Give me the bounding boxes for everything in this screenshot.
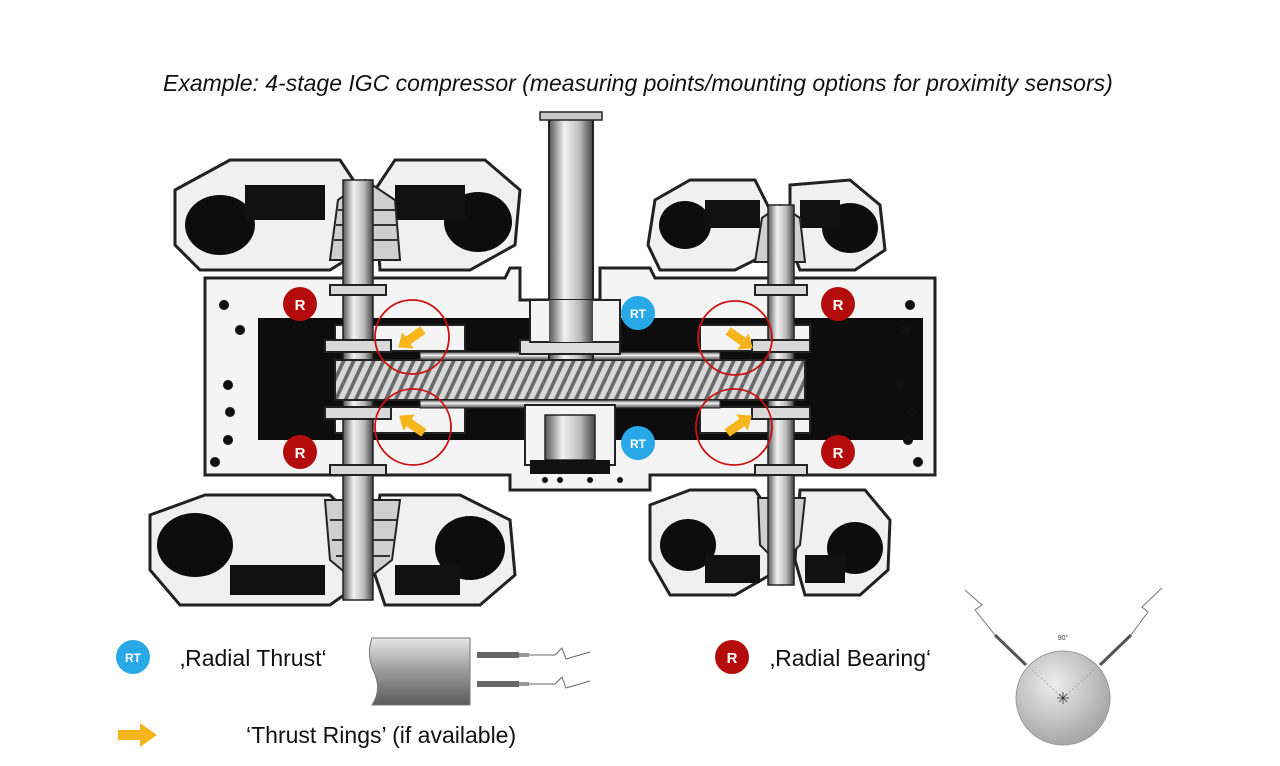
thrust-arrow-lower-left xyxy=(399,414,427,437)
legend-rt-icon: RT xyxy=(116,640,150,674)
svg-text:RT: RT xyxy=(630,307,647,321)
diagram-title: Example: 4-stage IGC compressor (measuri… xyxy=(163,70,1113,96)
svg-text:RT: RT xyxy=(125,651,142,665)
r-marker-lower-left: R xyxy=(283,435,317,469)
svg-text:R: R xyxy=(833,297,844,314)
measuring-point-circle-lower-left xyxy=(374,388,452,466)
rt-marker-upper: RT xyxy=(621,296,655,330)
measuring-point-circle-upper-right xyxy=(697,300,773,376)
thrust-arrow-upper-left xyxy=(398,326,426,349)
compressor-body xyxy=(148,111,937,607)
thrust-arrow-lower-right xyxy=(724,414,752,437)
r-marker-upper-left: R xyxy=(283,287,317,321)
legend-r-icon: R xyxy=(715,640,749,674)
svg-text:R: R xyxy=(295,297,306,314)
thrust-arrow-upper-right xyxy=(725,327,753,350)
sensor-angle-label: 90° xyxy=(1058,634,1069,642)
r-marker-lower-right: R xyxy=(821,435,855,469)
measuring-point-circle-upper-left xyxy=(374,299,450,375)
thrust-ring-arrows xyxy=(398,326,753,437)
svg-text:R: R xyxy=(727,650,738,667)
r-marker-upper-right: R xyxy=(821,287,855,321)
measuring-point-circle-lower-right xyxy=(695,388,773,466)
legend-thrust-rings-label: ‘Thrust Rings’ (if available) xyxy=(246,722,517,748)
axial-probe-illustration xyxy=(368,637,591,706)
radial-probe-illustration: 90° xyxy=(964,587,1163,746)
legend-radial-bearing-label: ‚Radial Bearing‘ xyxy=(770,645,932,671)
svg-text:RT: RT xyxy=(630,437,647,451)
svg-text:R: R xyxy=(833,445,844,462)
legend-thrust-arrow-icon xyxy=(118,723,157,747)
measuring-point-circles xyxy=(374,299,773,466)
rt-marker-lower: RT xyxy=(621,426,655,460)
svg-text:R: R xyxy=(295,445,306,462)
legend-radial-thrust-label: ‚Radial Thrust‘ xyxy=(180,645,327,671)
